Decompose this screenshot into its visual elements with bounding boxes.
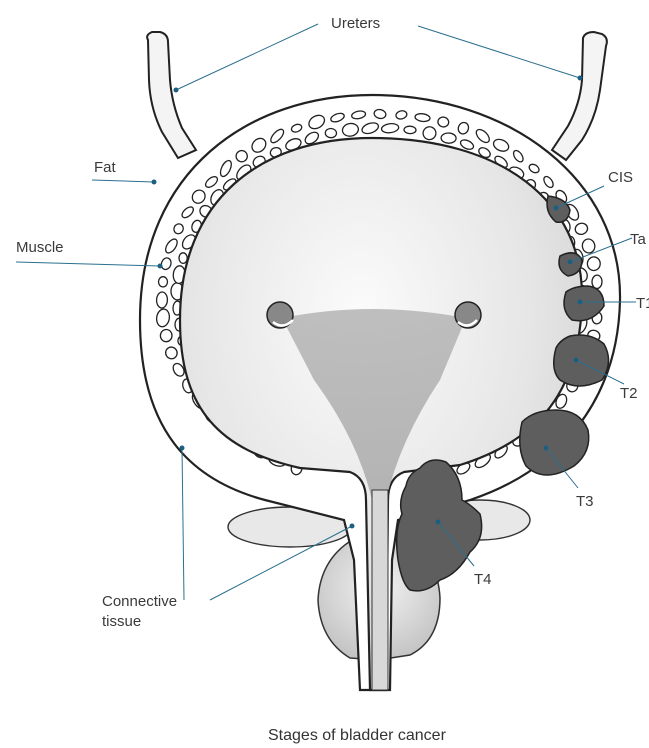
label-cis: CIS — [608, 169, 633, 186]
urethra-channel — [372, 490, 388, 690]
muscle-cell — [159, 277, 168, 287]
label-muscle: Muscle — [16, 239, 64, 256]
label-fat: Fat — [94, 159, 117, 176]
muscle-cell — [160, 329, 172, 342]
label-t3: T3 — [576, 493, 594, 510]
tumor-t2 — [554, 335, 609, 386]
left-ureter — [147, 32, 196, 158]
tumor-t3 — [520, 410, 589, 475]
label-t1: T1 — [636, 295, 649, 312]
muscle-cell — [325, 128, 337, 138]
muscle-cell — [404, 126, 416, 134]
muscle-cell — [587, 256, 601, 270]
label-connective-1: Connective — [102, 593, 177, 610]
label-t2: T2 — [620, 385, 638, 402]
label-connective-2: tissue — [102, 613, 141, 630]
label-t4: T4 — [474, 571, 492, 588]
right-ureter — [552, 32, 607, 160]
muscle-cell — [441, 133, 456, 144]
label-ta: Ta — [630, 231, 647, 248]
diagram-caption: Stages of bladder cancer — [268, 727, 447, 744]
label-ureters: Ureters — [331, 15, 380, 32]
muscle-cell — [156, 292, 167, 308]
